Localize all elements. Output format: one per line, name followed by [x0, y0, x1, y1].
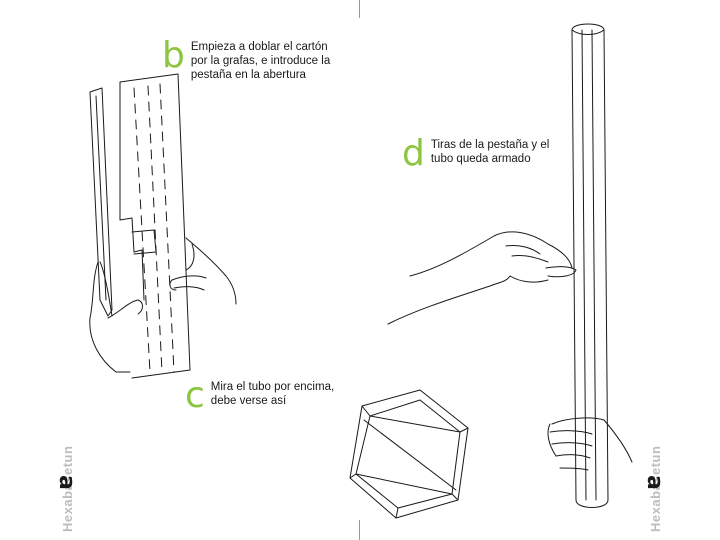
brand-logo-left: ɐ — [53, 475, 78, 490]
folding-cardboard-illustration — [90, 74, 236, 378]
assembled-tube-illustration — [388, 24, 632, 508]
brand-logo-right: ɐ — [641, 475, 666, 490]
hexagon-tube-illustration — [350, 390, 468, 518]
